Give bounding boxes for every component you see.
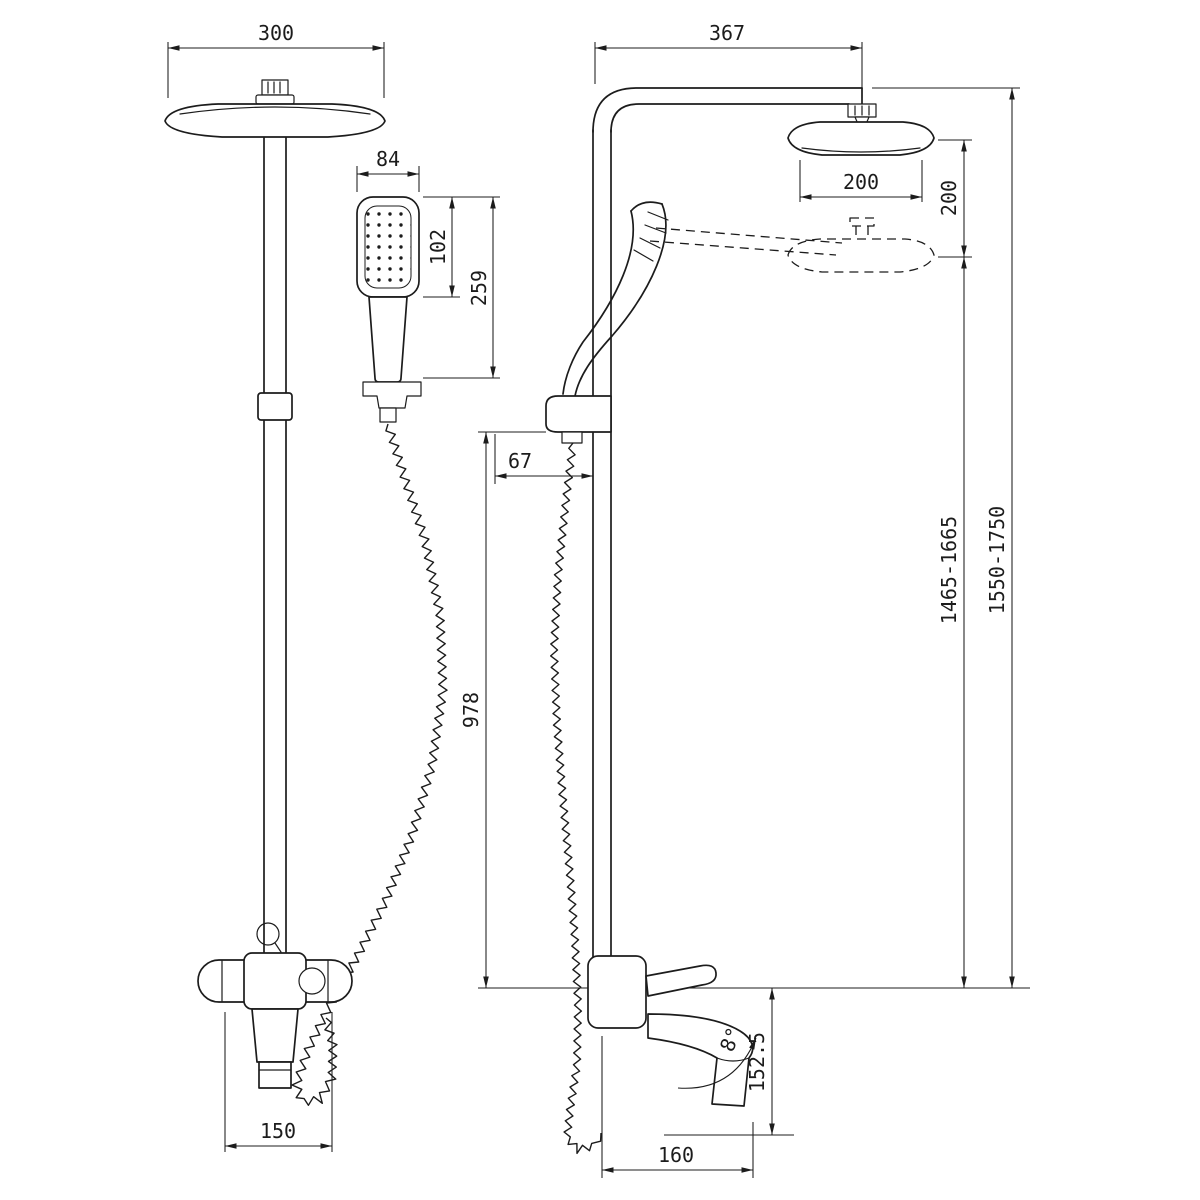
- dim-value: 259: [467, 270, 491, 306]
- spout-aerator: [258, 1061, 292, 1089]
- dim-rain-head-height-range: 1465-1665: [937, 257, 967, 988]
- hose-connector: [379, 407, 397, 423]
- hand-shower-handle: [368, 296, 408, 383]
- mixer-side: [587, 955, 754, 1107]
- dim-value: 67: [508, 449, 532, 473]
- rain-shower-head: [164, 79, 386, 138]
- dim-spout-drop: 152.5: [664, 988, 794, 1136]
- spray-face: [364, 205, 412, 289]
- dim-total-height-range: 1550-1750: [872, 87, 1020, 988]
- angle-arc: [677, 1037, 757, 1089]
- hose-connector: [561, 431, 583, 444]
- dim-holder-offset: 67: [494, 434, 593, 484]
- head-flange: [255, 94, 295, 105]
- dim-value: 1465-1665: [937, 516, 961, 624]
- hanging-ring: [256, 922, 282, 953]
- bath-spout: [647, 1013, 754, 1107]
- face-line: [633, 249, 654, 262]
- dim-hand-shower-width: 84: [356, 147, 420, 192]
- face-line: [647, 211, 669, 221]
- mixer-center-block: [243, 952, 307, 1010]
- dim-value: 84: [376, 147, 400, 171]
- dim-value: 150: [260, 1119, 296, 1143]
- dim-height-adjustment: 200: [937, 139, 972, 258]
- rain-head-side-lower-phantom: [787, 217, 935, 273]
- mixer-front: [197, 952, 353, 1089]
- arm-inner: [610, 103, 850, 133]
- phantom-head-disc: [787, 238, 935, 273]
- hand-shower-holder: [362, 381, 422, 409]
- dim-rain-head-width: 300: [167, 21, 385, 98]
- dim-hand-shower-head-length: 102: [423, 196, 500, 298]
- dim-arm-reach: 367: [594, 21, 863, 98]
- ring-mount: [274, 942, 282, 953]
- dim-value: 1550-1750: [985, 506, 1009, 614]
- phantom-leader-line: [655, 227, 843, 244]
- shower-column-pipe: [257, 136, 293, 954]
- face-line: [639, 237, 661, 249]
- dim-hand-shower-total-length: 259: [423, 197, 500, 379]
- head-knob: [261, 79, 289, 96]
- column-and-arm: [592, 87, 863, 959]
- lever-knob: [298, 967, 326, 995]
- pipe-coupling: [257, 392, 293, 421]
- dim-mixer-connection-spacing: 150: [224, 1012, 333, 1152]
- hand-shower-hose: [291, 423, 448, 1106]
- dim-spout-reach: 160: [601, 1036, 754, 1178]
- front-view: 300 84 102 259: [164, 21, 500, 1152]
- face-line: [644, 224, 667, 234]
- head-disc: [164, 103, 386, 138]
- side-view: 367 200: [459, 21, 1030, 1178]
- spout-body: [251, 1008, 299, 1063]
- hand-shower: [356, 196, 422, 423]
- hand-shower-hose-side: [550, 442, 602, 1155]
- spout-elbow-line: [716, 1057, 750, 1062]
- dim-value: 200: [937, 180, 961, 216]
- hand-shower-outer-edge: [574, 203, 667, 397]
- dim-column-height: 978: [459, 431, 546, 988]
- head-face-line: [801, 147, 921, 153]
- hand-shower-cap: [630, 201, 663, 212]
- ring: [256, 922, 280, 946]
- dim-value: 200: [843, 170, 879, 194]
- hand-shower-inner-edge: [562, 210, 635, 395]
- phantom-leader-line: [649, 240, 837, 256]
- dim-rain-head-depth: 200: [799, 160, 923, 202]
- mixer-lever: [645, 964, 717, 997]
- dim-value: 160: [658, 1143, 694, 1167]
- head-disc: [787, 121, 935, 156]
- dim-value: 978: [459, 692, 483, 728]
- head-disc-top-curve: [179, 106, 371, 115]
- dim-value: 367: [709, 21, 745, 45]
- dim-value: 102: [426, 229, 450, 265]
- dim-value: 152.5: [745, 1032, 769, 1092]
- holder-bracket: [545, 395, 612, 433]
- arm-outer: [592, 87, 863, 133]
- mixer-body: [587, 955, 647, 1029]
- rain-head-side-upper: [787, 103, 935, 156]
- phantom-connector: [849, 217, 875, 227]
- dim-value: 300: [258, 21, 294, 45]
- hand-shower-side: [545, 201, 669, 444]
